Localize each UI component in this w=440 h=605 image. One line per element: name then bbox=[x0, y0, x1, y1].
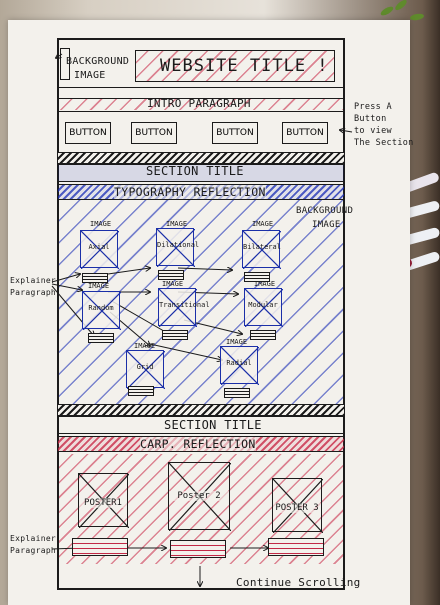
explainer-note-1: Explainer bbox=[10, 276, 57, 285]
image-axial-label: Axial bbox=[88, 243, 110, 251]
image-dilational: Dilational bbox=[156, 228, 200, 267]
explainer-grid bbox=[128, 386, 154, 396]
image-random: Random bbox=[82, 291, 121, 330]
poster-1: POSTER1 bbox=[78, 473, 129, 528]
image-tag-dilational: IMAGE bbox=[166, 220, 188, 228]
poster-3-explainer bbox=[268, 538, 324, 556]
image-transitional: Transitional bbox=[158, 288, 210, 327]
section2-subtitle-text: CARP. REFLECTION bbox=[140, 437, 256, 451]
poster-1-explainer bbox=[72, 538, 128, 556]
image-radial: Radial bbox=[220, 346, 259, 385]
image-tag-modular: IMAGE bbox=[254, 280, 276, 288]
explainer-modular bbox=[250, 330, 276, 340]
intro-paragraph-title: INTRO PARAGRAPH bbox=[147, 97, 251, 110]
image-tag-transitional: IMAGE bbox=[162, 280, 184, 288]
intro-bar bbox=[57, 98, 345, 112]
image-bilateral-label: Bilateral bbox=[243, 243, 281, 251]
poster-3: POSTER 3 bbox=[272, 478, 323, 533]
poster-2-label: Poster 2 bbox=[169, 491, 229, 501]
nav-button-3[interactable]: BUTTON bbox=[212, 122, 258, 144]
poster-2-explainer bbox=[170, 540, 226, 558]
explainer-random bbox=[88, 333, 114, 343]
image-tag-grid: IMAGE bbox=[134, 342, 156, 350]
section1-background-image-note-1: BACKGROUND bbox=[296, 206, 354, 216]
image-tag-radial: IMAGE bbox=[226, 338, 248, 346]
explainer-radial bbox=[224, 388, 250, 398]
nav-button-2[interactable]: BUTTON bbox=[131, 122, 177, 144]
explainer-transitional bbox=[162, 330, 188, 340]
section2-divider bbox=[57, 404, 345, 416]
poster-1-label: POSTER1 bbox=[79, 498, 127, 508]
section1-title: SECTION TITLE bbox=[146, 164, 244, 178]
section1-subtitle: TYPOGRAPHY REFLECTION bbox=[114, 185, 266, 199]
image-axial: Axial bbox=[80, 230, 119, 269]
section1-divider bbox=[57, 152, 345, 164]
background-image-box bbox=[60, 48, 70, 80]
poster-3-label: POSTER 3 bbox=[273, 503, 321, 513]
image-tag-axial: IMAGE bbox=[90, 220, 112, 228]
image-grid: Grid bbox=[126, 350, 165, 389]
explainer2-note-2: Paragraph bbox=[10, 546, 57, 555]
nav-button-4[interactable]: BUTTON bbox=[282, 122, 328, 144]
section1-background-image-note-2: IMAGE bbox=[312, 220, 341, 230]
explainer-axial bbox=[82, 273, 108, 283]
press-button-note-4: The Section bbox=[354, 138, 414, 148]
image-modular: Modular bbox=[244, 288, 283, 327]
explainer-bilateral bbox=[244, 272, 270, 282]
image-bilateral: Bilateral bbox=[242, 230, 281, 269]
image-random-label: Random bbox=[88, 304, 114, 312]
explainer-note-2: Paragraph bbox=[10, 288, 57, 297]
section2-title-bar bbox=[57, 416, 345, 434]
intro-hatch bbox=[59, 98, 343, 110]
header-bar bbox=[57, 38, 345, 88]
image-grid-label: Grid bbox=[136, 363, 154, 371]
background-image-label-1: BACKGROUND bbox=[66, 56, 130, 67]
image-transitional-label: Transitional bbox=[159, 301, 210, 309]
section1-title-bar bbox=[57, 164, 345, 182]
nav-button-1[interactable]: BUTTON bbox=[65, 122, 111, 144]
image-modular-label: Modular bbox=[248, 301, 278, 309]
image-tag-bilateral: IMAGE bbox=[252, 220, 274, 228]
press-button-note-3: to view bbox=[354, 126, 392, 136]
image-tag-random: IMAGE bbox=[88, 282, 110, 290]
image-dilational-label: Dilational bbox=[157, 241, 200, 249]
website-title: WEBSITE TITLE ! bbox=[160, 56, 329, 76]
background-image-label-2: IMAGE bbox=[74, 70, 106, 81]
header-hatch bbox=[135, 50, 335, 82]
explainer-dilational bbox=[158, 270, 184, 280]
press-button-note-1: Press A bbox=[354, 102, 392, 112]
explainer2-note-1: Explainer bbox=[10, 534, 57, 543]
website-title-box bbox=[135, 50, 335, 82]
press-button-note-2: Button bbox=[354, 114, 387, 124]
continue-scrolling-note: Continue Scrolling bbox=[236, 576, 361, 589]
section2-title: SECTION TITLE bbox=[164, 418, 262, 432]
poster-2: Poster 2 bbox=[168, 462, 231, 531]
image-radial-label: Radial bbox=[226, 359, 252, 367]
